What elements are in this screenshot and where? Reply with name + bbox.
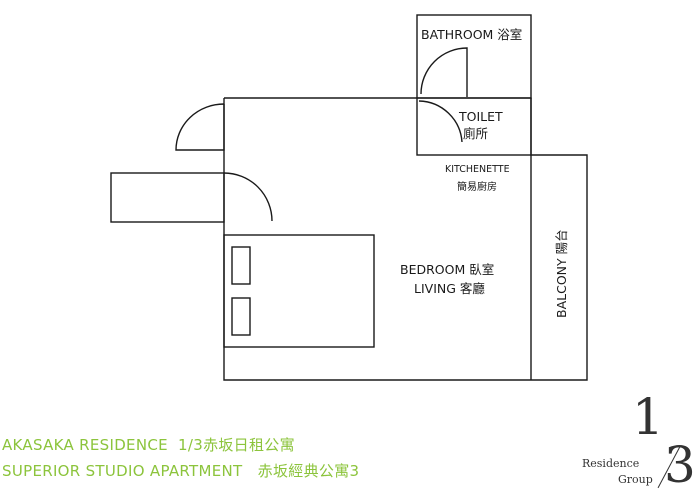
door-swing-annex bbox=[223, 172, 273, 222]
toilet-wall bbox=[416, 97, 532, 156]
door-swing-toilet bbox=[418, 100, 463, 143]
pillow bbox=[231, 246, 251, 285]
toilet-label: TOILET bbox=[458, 109, 503, 124]
pillow bbox=[231, 297, 251, 336]
bedroom-label: BEDROOM 臥室 bbox=[400, 262, 494, 277]
bathroom-label: BATHROOM 浴室 bbox=[421, 27, 522, 42]
logo-word-group: Group bbox=[618, 473, 653, 486]
door-swing-entrance bbox=[175, 103, 225, 151]
kitchenette-label: KITCHENETTE bbox=[445, 164, 510, 175]
caption-line-1: AKASAKA RESIDENCE 1/3赤坂日租公寓 bbox=[2, 436, 295, 454]
toilet-label-zh: 廁所 bbox=[463, 126, 488, 141]
door-swing-bathroom bbox=[420, 47, 468, 97]
kitchenette-label-zh: 簡易廚房 bbox=[457, 180, 497, 193]
logo-denominator: 3 bbox=[664, 436, 696, 494]
entrance-annex bbox=[110, 172, 225, 223]
balcony-label: BALCONY 陽台 bbox=[554, 229, 569, 318]
living-label: LIVING 客廳 bbox=[414, 281, 485, 296]
caption-line-2: SUPERIOR STUDIO APARTMENT 赤坂經典公寓3 bbox=[2, 462, 360, 480]
main-room-wall bbox=[223, 97, 588, 381]
logo-numerator: 1 bbox=[632, 388, 664, 446]
bed bbox=[223, 234, 375, 348]
logo-word-residence: Residence bbox=[582, 457, 640, 470]
